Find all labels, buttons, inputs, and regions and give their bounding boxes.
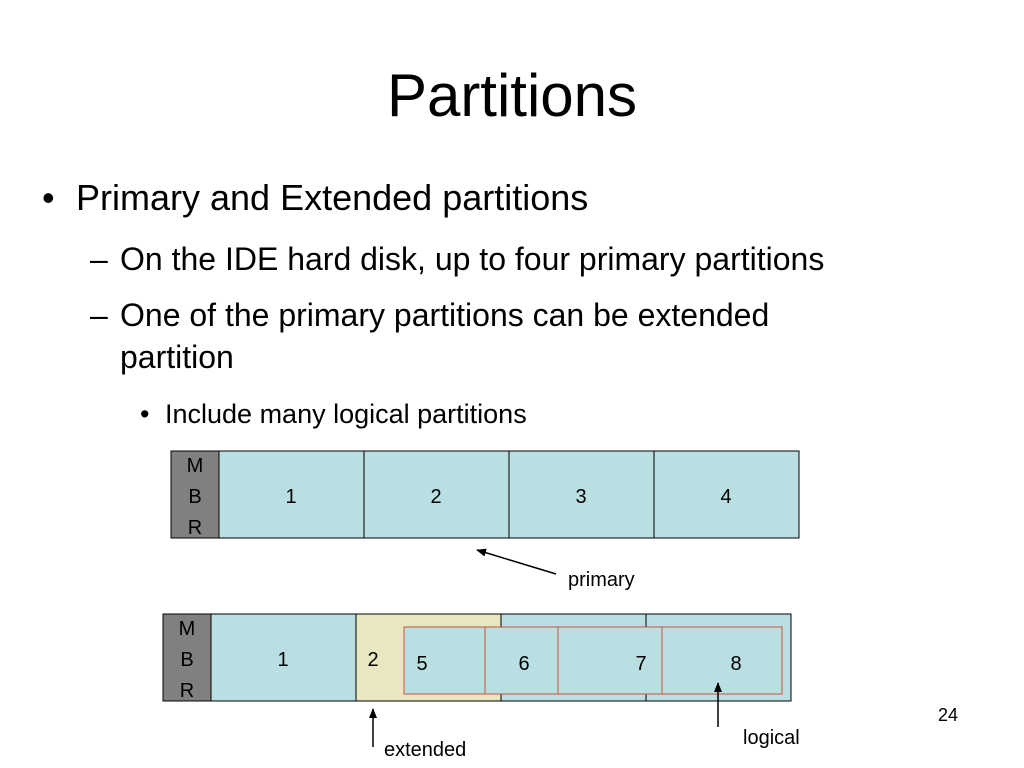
logical-label: logical (743, 727, 800, 749)
subsubbullet-text: Include many logical partitions (165, 399, 527, 429)
partition-number: 4 (720, 486, 731, 508)
mbr-letter: B (180, 649, 193, 671)
partition-number: 2 (430, 486, 441, 508)
primary-partition-block (653, 450, 800, 539)
mbr-letter: R (180, 680, 194, 702)
mbr-letter: B (188, 486, 201, 508)
page-number: 24 (938, 705, 959, 725)
extended-label: extended (384, 739, 466, 761)
logical-number: 5 (416, 653, 427, 675)
subbullet-text: On the IDE hard disk, up to four primary… (120, 241, 825, 277)
bullet-marker: • (140, 399, 150, 429)
partition-number: 2 (367, 649, 378, 671)
partition-number: 1 (277, 649, 288, 671)
logical-number: 8 (730, 653, 741, 675)
primary-partition-block (508, 450, 655, 539)
disk-primary-layout: M B R 1 2 3 4 (170, 450, 800, 539)
partition-number: 1 (285, 486, 296, 508)
logical-number: 6 (518, 653, 529, 675)
mbr-letter: R (188, 517, 202, 539)
mbr-letter: M (179, 618, 196, 640)
subbullet-text-line1: One of the primary partitions can be ext… (120, 297, 770, 333)
logical-number: 7 (635, 653, 646, 675)
disk-extended-layout: M B R 1 2 5 6 7 8 (162, 613, 792, 702)
mbr-block (162, 613, 212, 702)
logical-partition-block (661, 626, 783, 695)
subbullet-text-line2: partition (120, 339, 234, 375)
primary-partition-block (363, 450, 510, 539)
partition-number: 3 (575, 486, 586, 508)
primary-label: primary (568, 569, 635, 591)
bullet-text: Primary and Extended partitions (76, 177, 589, 218)
slide-title: Partitions (386, 62, 638, 129)
bullet-marker: • (42, 177, 55, 218)
mbr-letter: M (187, 455, 204, 477)
dash-marker: – (90, 241, 108, 277)
mbr-block (170, 450, 220, 539)
logical-partition-block (557, 626, 663, 695)
primary-partition-block (210, 613, 357, 702)
dash-marker: – (90, 297, 108, 333)
primary-arrow (476, 548, 557, 575)
primary-partition-block (218, 450, 365, 539)
